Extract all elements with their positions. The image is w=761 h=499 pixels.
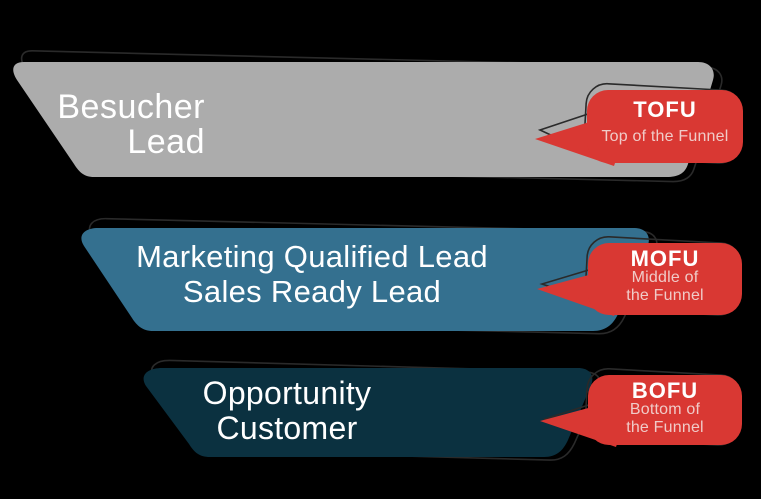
stage-tofu-label-line1: Besucher xyxy=(57,88,205,126)
badge-mofu-description-line2: the Funnel xyxy=(626,287,704,304)
badge-mofu-acronym: MOFU xyxy=(630,246,700,271)
badge-tofu-description: Top of the Funnel xyxy=(601,128,729,145)
stage-mofu-fill xyxy=(81,228,649,331)
stage-bofu-label-line2: Customer xyxy=(216,410,358,446)
badge-bofu-body xyxy=(588,375,742,445)
badge-bofu-shape xyxy=(540,367,742,447)
badge-mofu-body xyxy=(588,243,742,315)
stage-tofu-fill xyxy=(13,62,714,177)
badge-bofu-acronym: BOFU xyxy=(631,378,699,403)
stage-bofu-label-line1: Opportunity xyxy=(202,375,372,411)
badge-bofu-description-line2: the Funnel xyxy=(626,419,704,436)
badge-mofu-shape xyxy=(537,235,742,316)
stage-tofu-label-line2: Lead xyxy=(127,123,205,161)
stage-bofu-fill xyxy=(143,368,593,457)
stage-mofu-bar xyxy=(81,217,658,335)
badge-tofu-body xyxy=(587,90,743,163)
badge-tofu-shape xyxy=(535,82,743,166)
badge-mofu-description-line1: Middle of xyxy=(631,269,699,286)
badge-bofu-description-line1: Bottom of xyxy=(629,401,701,418)
stage-mofu-label-line1: Marketing Qualified Lead xyxy=(136,239,488,274)
stage-tofu-bar xyxy=(13,50,723,183)
stage-mofu-label-line2: Sales Ready Lead xyxy=(182,274,442,309)
badge-tofu-acronym: TOFU xyxy=(633,97,697,122)
